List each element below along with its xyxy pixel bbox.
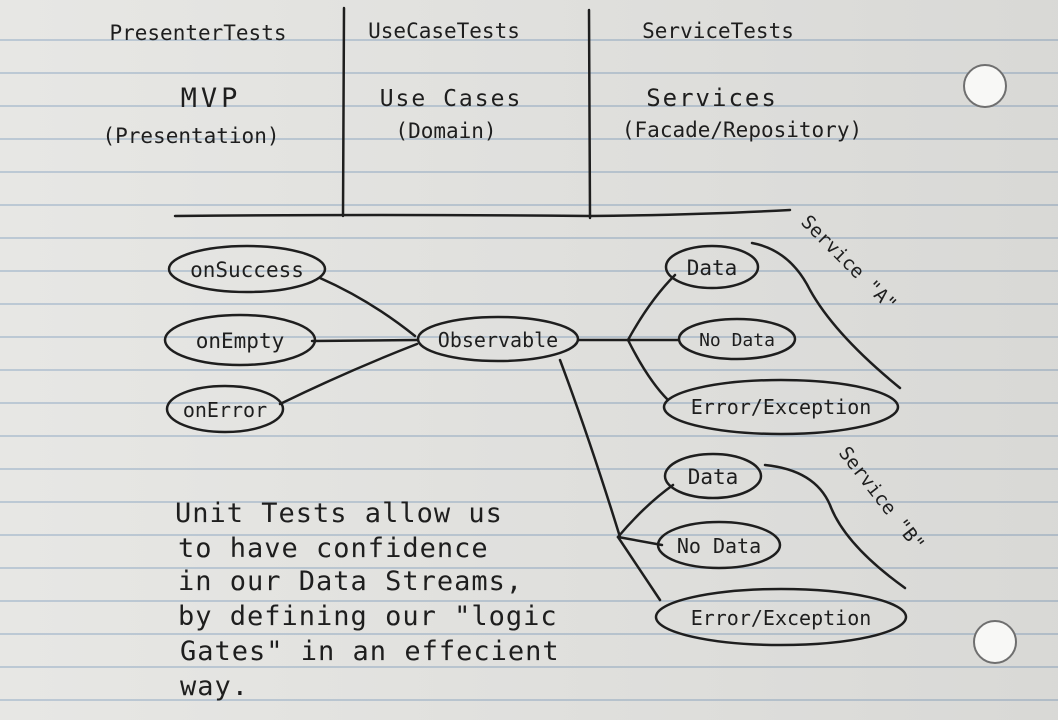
service-a-error-node	[662, 378, 900, 436]
presenter-tests-header: PresenterTests	[109, 21, 286, 45]
column-divider-1	[341, 6, 346, 218]
on-success-label: onSuccess	[190, 258, 304, 282]
column-divider-2	[587, 8, 592, 220]
link-a-data	[626, 273, 677, 342]
service-a-nodata-node	[677, 317, 797, 361]
table-underline	[173, 208, 792, 218]
service-a-error-label: Error/Exception	[691, 395, 872, 419]
service-b-data-label: Data	[688, 465, 739, 489]
service-subtitle: (Facade/Repository)	[622, 118, 862, 142]
presenter-subtitle: (Presentation)	[102, 124, 279, 148]
usecase-subtitle: (Domain)	[395, 119, 496, 143]
column-table	[173, 6, 792, 220]
on-success-node	[167, 244, 327, 294]
on-error-node	[165, 384, 285, 434]
service-tests-header: ServiceTests	[642, 19, 794, 43]
note-line-4: by defining our "logic	[178, 601, 558, 632]
service-a-label: Service "A"	[796, 211, 901, 316]
link-b-data	[616, 483, 675, 539]
service-b-label: Service "B"	[834, 443, 929, 556]
link-error-observable	[278, 342, 419, 406]
observable-node	[416, 315, 580, 363]
on-empty-node	[163, 313, 317, 367]
presenter-title: MVP	[181, 83, 242, 114]
note-line-2: to have confidence	[178, 533, 489, 564]
link-a-error	[626, 338, 670, 402]
service-a-brace	[750, 241, 902, 390]
service-a-data-node	[664, 244, 760, 290]
on-error-label: onError	[183, 398, 267, 422]
service-b-data-node	[663, 452, 763, 500]
service-a-data-label: Data	[687, 256, 738, 280]
service-b-nodata-label: No Data	[677, 534, 761, 558]
link-observable-service-b	[558, 358, 622, 539]
observable-label: Observable	[438, 328, 558, 352]
service-b-brace	[763, 463, 907, 590]
note-line-3: in our Data Streams,	[178, 566, 523, 597]
binder-hole-bottom	[973, 620, 1017, 664]
note-line-1: Unit Tests allow us	[175, 498, 503, 529]
note-line-6: way.	[180, 671, 249, 702]
service-a-nodata-label: No Data	[699, 330, 775, 351]
unit-test-note: Unit Tests allow us to have confidence i…	[175, 498, 560, 702]
service-title: Services	[646, 84, 778, 112]
usecase-tests-header: UseCaseTests	[368, 19, 520, 43]
link-b-nodata	[616, 535, 664, 547]
usecase-title: Use Cases	[380, 86, 523, 112]
service-b-nodata-node	[656, 520, 782, 570]
service-b-error-node	[654, 587, 908, 647]
service-b-error-label: Error/Exception	[691, 606, 872, 630]
binder-hole-top	[963, 64, 1007, 108]
note-line-5: Gates" in an effecient	[180, 636, 560, 667]
connector-lines	[278, 273, 680, 602]
on-empty-label: onEmpty	[196, 329, 285, 353]
link-empty-observable	[310, 338, 419, 343]
link-b-error	[616, 535, 662, 602]
link-success-observable	[318, 276, 417, 338]
